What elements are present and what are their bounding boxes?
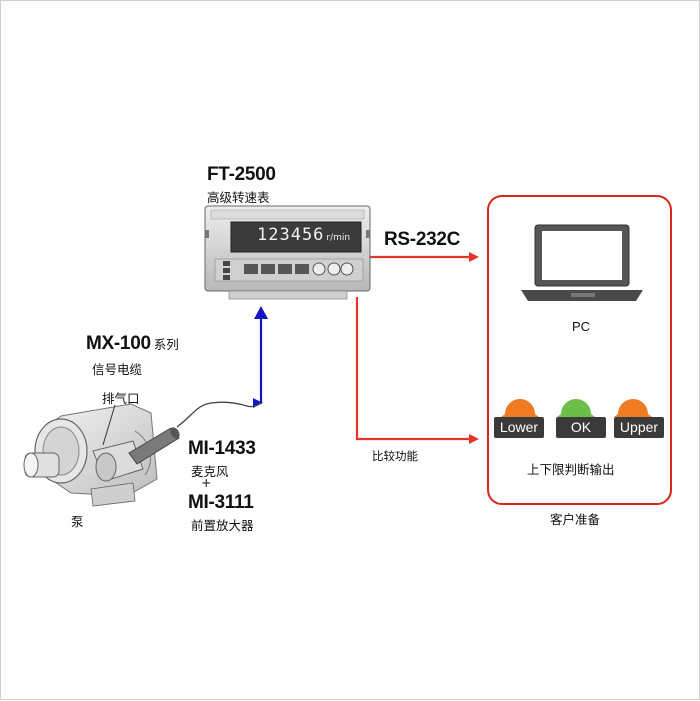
customer-frame xyxy=(487,195,672,505)
preamp-model: MI-3111 xyxy=(188,492,254,513)
cable-name: 信号电缆 xyxy=(92,362,143,377)
preamp-name: 前置放大器 xyxy=(191,518,254,533)
compare-arrow xyxy=(355,297,479,444)
meter-name: 高级转速表 xyxy=(207,190,270,205)
tachometer-device xyxy=(204,205,371,300)
cable-model: MX-100 xyxy=(86,333,151,354)
cable-series: 系列 xyxy=(153,337,179,352)
vent-label: 排气口 xyxy=(102,391,140,406)
microphone-model: MI-1433 xyxy=(188,438,256,459)
output-label: 上下限判断输出 xyxy=(527,462,615,477)
pump-label: 泵 xyxy=(71,514,84,529)
rs232c-label: RS-232C xyxy=(384,229,461,250)
lamp-ok-label: OK xyxy=(556,417,606,438)
pc-laptop-icon xyxy=(521,224,643,301)
microphone-illustration xyxy=(128,427,180,465)
lamp-upper-label: Upper xyxy=(614,417,664,438)
signal-arrowhead xyxy=(254,306,268,319)
customer-caption: 客户准备 xyxy=(550,512,601,527)
pump-illustration xyxy=(23,403,158,507)
meter-model: FT-2500 xyxy=(207,164,276,185)
meter-display-unit: r/min xyxy=(326,233,351,243)
vent-leader xyxy=(102,404,116,446)
lamp-lower-label: Lower xyxy=(494,417,544,438)
microphone-cable xyxy=(176,401,262,428)
lamp-domes xyxy=(501,399,652,417)
meter-display-value: 123456 xyxy=(257,225,325,245)
compare-label: 比较功能 xyxy=(372,449,418,463)
pc-label: PC xyxy=(571,319,591,334)
microphone-name: 麦克风 xyxy=(191,464,229,479)
plus-sign: + xyxy=(201,475,212,490)
